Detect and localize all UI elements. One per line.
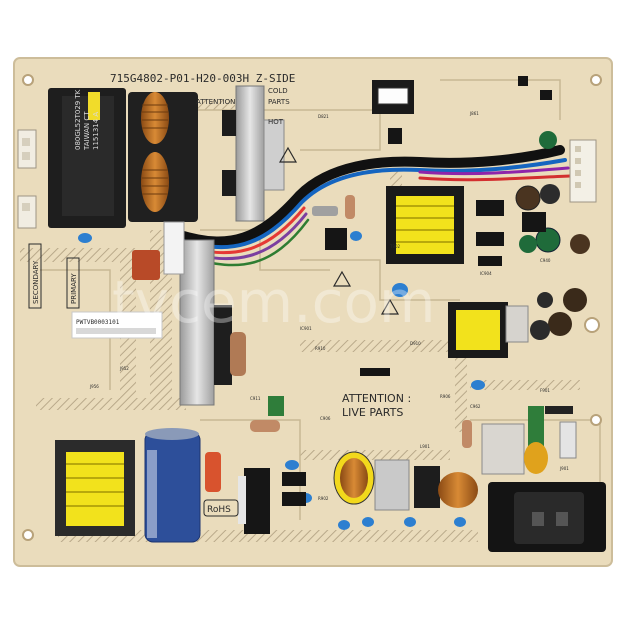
svg-text:PWTVB0003101: PWTVB0003101 [76, 319, 120, 326]
label-hot: HOT [268, 118, 284, 126]
main-output-transformer [448, 302, 529, 358]
svg-text:R902: R902 [318, 496, 329, 501]
label-parts: PARTS [268, 98, 290, 106]
svg-text:C911: C911 [250, 396, 261, 401]
heatsink-secondary [163, 221, 232, 406]
svg-text:T902: T902 [389, 244, 401, 249]
svg-text:J952: J952 [119, 366, 129, 371]
barcode-sticker: PWTVB0003101 [71, 311, 163, 339]
svg-text:C962: C962 [470, 404, 481, 409]
warning-line-2: LIVE PARTS [342, 406, 403, 419]
film-capacitors [132, 250, 284, 492]
svg-text:IC901: IC901 [300, 326, 312, 331]
svg-text:J901: J901 [559, 466, 569, 471]
svg-text:C906: C906 [320, 416, 331, 421]
resistors [230, 195, 472, 448]
svg-text:F901: F901 [540, 388, 550, 393]
svg-text:D910: D910 [410, 341, 421, 346]
warning-line-1: ATTENTION : [342, 392, 411, 405]
mounting-holes [22, 74, 602, 541]
ac-inlet [488, 482, 606, 552]
bulk-capacitor [144, 428, 201, 543]
watermark: tvcem.com [112, 268, 435, 336]
x-capacitor [481, 406, 577, 475]
svg-text:TAIWAN CT: TAIWAN CT [83, 111, 91, 151]
common-mode-choke [128, 92, 198, 222]
svg-text:080GL52T029 TK: 080GL52T029 TK [74, 89, 82, 150]
svg-text:C940: C940 [540, 258, 551, 263]
svg-text:L901: L901 [420, 444, 430, 449]
svg-text:PRIMARY: PRIMARY [70, 273, 78, 304]
svg-text:J861: J861 [469, 111, 479, 116]
label-cold: COLD [268, 87, 288, 95]
heatsink-primary [222, 85, 285, 222]
output-capacitors [515, 131, 590, 340]
left-connectors [17, 129, 37, 229]
warning-triangles [278, 146, 400, 315]
pfc-inductor [55, 440, 135, 536]
svg-text:J956: J956 [89, 384, 99, 389]
bridge-rectifier [238, 468, 270, 534]
label-attention-small: ATTENTION [196, 98, 235, 106]
top-connector [372, 80, 414, 114]
svg-text:RoHS: RoHS [207, 505, 231, 515]
standby-transformer [386, 186, 464, 264]
rohs-logo: RoHS [203, 499, 239, 517]
svg-text:D821: D821 [318, 114, 329, 119]
board-marking: 715G4802-P01-H20-003H Z-SIDE [110, 72, 295, 85]
output-connector [569, 139, 597, 203]
svg-text:R910: R910 [315, 346, 326, 351]
svg-text:IC904: IC904 [480, 271, 492, 276]
line-filter-chokes [333, 451, 478, 511]
svg-text:R906: R906 [440, 394, 451, 399]
semiconductors [282, 76, 552, 506]
label-secondary: SECONDARY [28, 243, 42, 309]
svg-text:SECONDARY: SECONDARY [32, 260, 40, 304]
label-primary: PRIMARY [66, 257, 80, 309]
main-transformer: 080GL52T029 TK TAIWAN CT 1151314 A [48, 88, 126, 228]
svg-text:1151314 A: 1151314 A [92, 112, 100, 150]
